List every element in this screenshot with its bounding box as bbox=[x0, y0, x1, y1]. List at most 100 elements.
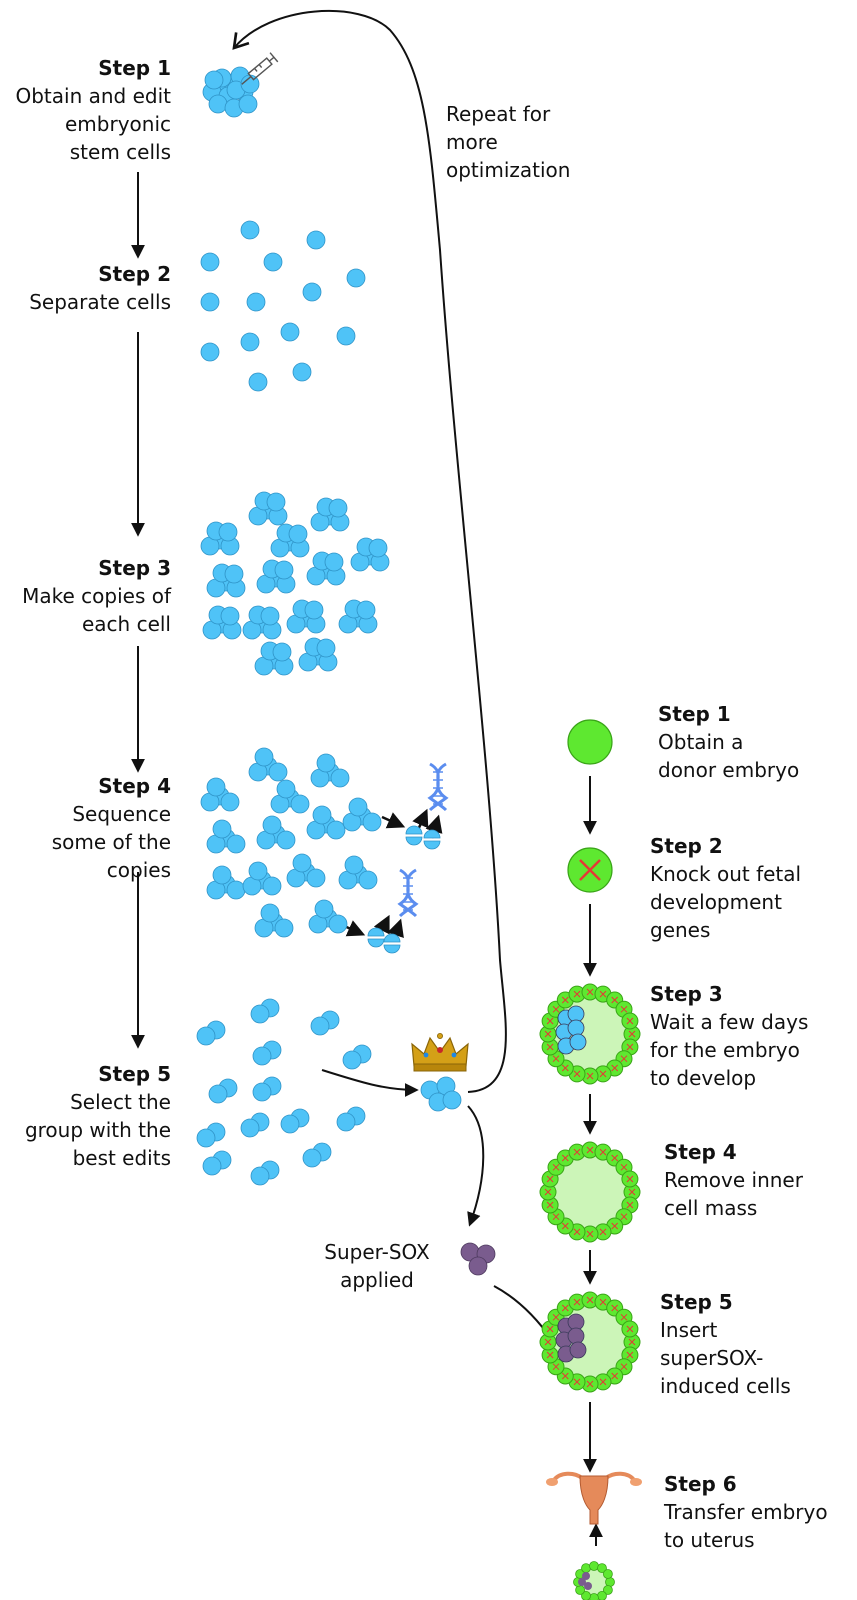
cell-cluster bbox=[248, 491, 288, 526]
knockout-mark bbox=[552, 1005, 560, 1013]
separated-cell bbox=[280, 322, 300, 342]
knockout-mark bbox=[546, 1017, 554, 1025]
separated-cell bbox=[248, 372, 268, 392]
knockout-mark bbox=[546, 1325, 554, 1333]
stem-cell bbox=[260, 903, 280, 923]
knockout-mark bbox=[544, 1030, 552, 1038]
left-step-2-title: Step 2 bbox=[98, 262, 171, 286]
left-step-1-line: Obtain and edit bbox=[15, 84, 171, 108]
cell-cluster bbox=[202, 605, 242, 640]
separated-cell bbox=[302, 282, 322, 302]
stem-cell bbox=[224, 564, 244, 584]
right-step-6-line: to uterus bbox=[664, 1528, 755, 1552]
stem-cell bbox=[310, 1016, 330, 1036]
step1-cell-cluster bbox=[202, 66, 260, 118]
supersox-line: applied bbox=[340, 1268, 414, 1292]
split-cell bbox=[423, 829, 441, 839]
stem-cell bbox=[226, 834, 246, 854]
split-cell bbox=[405, 825, 423, 835]
left-step-5-line: group with the bbox=[24, 1118, 171, 1142]
cell-cluster bbox=[252, 1076, 282, 1102]
knockout-mark bbox=[561, 1064, 569, 1072]
knockout-mark bbox=[599, 1070, 607, 1078]
repeat-line: more bbox=[446, 130, 498, 154]
separated-cell bbox=[306, 230, 326, 250]
knockout-mark bbox=[626, 1351, 634, 1359]
separated-cell bbox=[200, 342, 220, 362]
cell-cluster bbox=[252, 1040, 282, 1066]
cell-cluster bbox=[254, 903, 294, 938]
knockout-mark bbox=[552, 1163, 560, 1171]
cells-layer bbox=[196, 66, 641, 1600]
right-step-5-title: Step 5 bbox=[660, 1290, 733, 1314]
trophoblast-cell bbox=[605, 1577, 615, 1587]
supersox-cell-cluster bbox=[460, 1242, 496, 1276]
stem-cell bbox=[212, 865, 232, 885]
cell-cluster bbox=[310, 497, 350, 532]
knockout-mark bbox=[626, 1043, 634, 1051]
stem-cell bbox=[328, 498, 348, 518]
inner-cell-mass-cell bbox=[567, 1327, 585, 1345]
cell-cluster bbox=[342, 1044, 372, 1070]
cell-cluster bbox=[206, 865, 246, 900]
trophoblast-cell bbox=[603, 1569, 613, 1579]
right-step-5-label: Step 5 Insert superSOX- induced cells bbox=[660, 1288, 791, 1400]
stem-cell bbox=[250, 1166, 270, 1186]
trophoblast-cell bbox=[597, 1563, 607, 1573]
knockout-mark bbox=[611, 1154, 619, 1162]
knockout-mark bbox=[620, 1163, 628, 1171]
stem-cell bbox=[202, 1156, 222, 1176]
inner-cell-mass-cell bbox=[584, 1582, 592, 1590]
supersox-line: Super-SOX bbox=[324, 1240, 430, 1264]
right-step-3-label: Step 3 Wait a few days for the embryo to… bbox=[650, 980, 808, 1092]
right-step-6-title: Step 6 bbox=[664, 1472, 737, 1496]
stem-cell bbox=[326, 820, 346, 840]
left-step-3-line: each cell bbox=[81, 612, 171, 636]
separated-cell bbox=[240, 332, 260, 352]
knockout-mark bbox=[628, 1030, 636, 1038]
left-step-5-title: Step 5 bbox=[98, 1062, 171, 1086]
transfer-embryo-small bbox=[573, 1561, 615, 1600]
stem-cell bbox=[260, 606, 280, 626]
knockout-mark bbox=[561, 1372, 569, 1380]
separated-cell bbox=[292, 362, 312, 382]
selected-cell bbox=[442, 1090, 462, 1110]
right-step-2-label: Step 2 Knock out fetal development genes bbox=[650, 832, 801, 944]
knockout-mark bbox=[573, 1298, 581, 1306]
stem-cell bbox=[342, 1050, 362, 1070]
cell-cluster bbox=[306, 805, 346, 840]
knockout-mark bbox=[573, 1070, 581, 1078]
knockout-mark bbox=[544, 1188, 552, 1196]
knockout-mark bbox=[586, 1380, 594, 1388]
cell-cluster bbox=[242, 861, 282, 896]
knockout-mark bbox=[599, 1228, 607, 1236]
left-step-1-label: Step 1 Obtain and edit embryonic stem ce… bbox=[15, 54, 171, 166]
stem-cell bbox=[204, 70, 224, 90]
syringe-icon bbox=[241, 52, 279, 85]
cell-cluster bbox=[206, 819, 246, 854]
split-cell bbox=[383, 944, 401, 954]
knockout-mark bbox=[561, 1222, 569, 1230]
cell-cluster bbox=[250, 1160, 280, 1186]
dna-strand bbox=[427, 762, 448, 812]
stem-cell bbox=[272, 642, 292, 662]
stem-cell bbox=[196, 1026, 216, 1046]
stem-cell bbox=[314, 899, 334, 919]
cell-cluster bbox=[240, 1112, 270, 1138]
knockout-mark bbox=[546, 1043, 554, 1051]
dna-icon bbox=[427, 762, 449, 812]
right-step-4-title: Step 4 bbox=[664, 1140, 737, 1164]
dna-strand bbox=[397, 868, 418, 918]
stem-cell bbox=[280, 1114, 300, 1134]
cell-cluster bbox=[254, 641, 294, 676]
right-step-1-title: Step 1 bbox=[658, 702, 731, 726]
knockout-mark bbox=[611, 1372, 619, 1380]
stem-cell bbox=[290, 794, 310, 814]
knockout-mark bbox=[599, 1148, 607, 1156]
knockout-mark bbox=[546, 1201, 554, 1209]
stem-cell bbox=[330, 768, 350, 788]
trophoblast-cell bbox=[603, 1585, 613, 1595]
cell-cluster bbox=[270, 779, 310, 814]
cell-cluster bbox=[196, 1020, 226, 1046]
stem-cell bbox=[208, 1084, 228, 1104]
